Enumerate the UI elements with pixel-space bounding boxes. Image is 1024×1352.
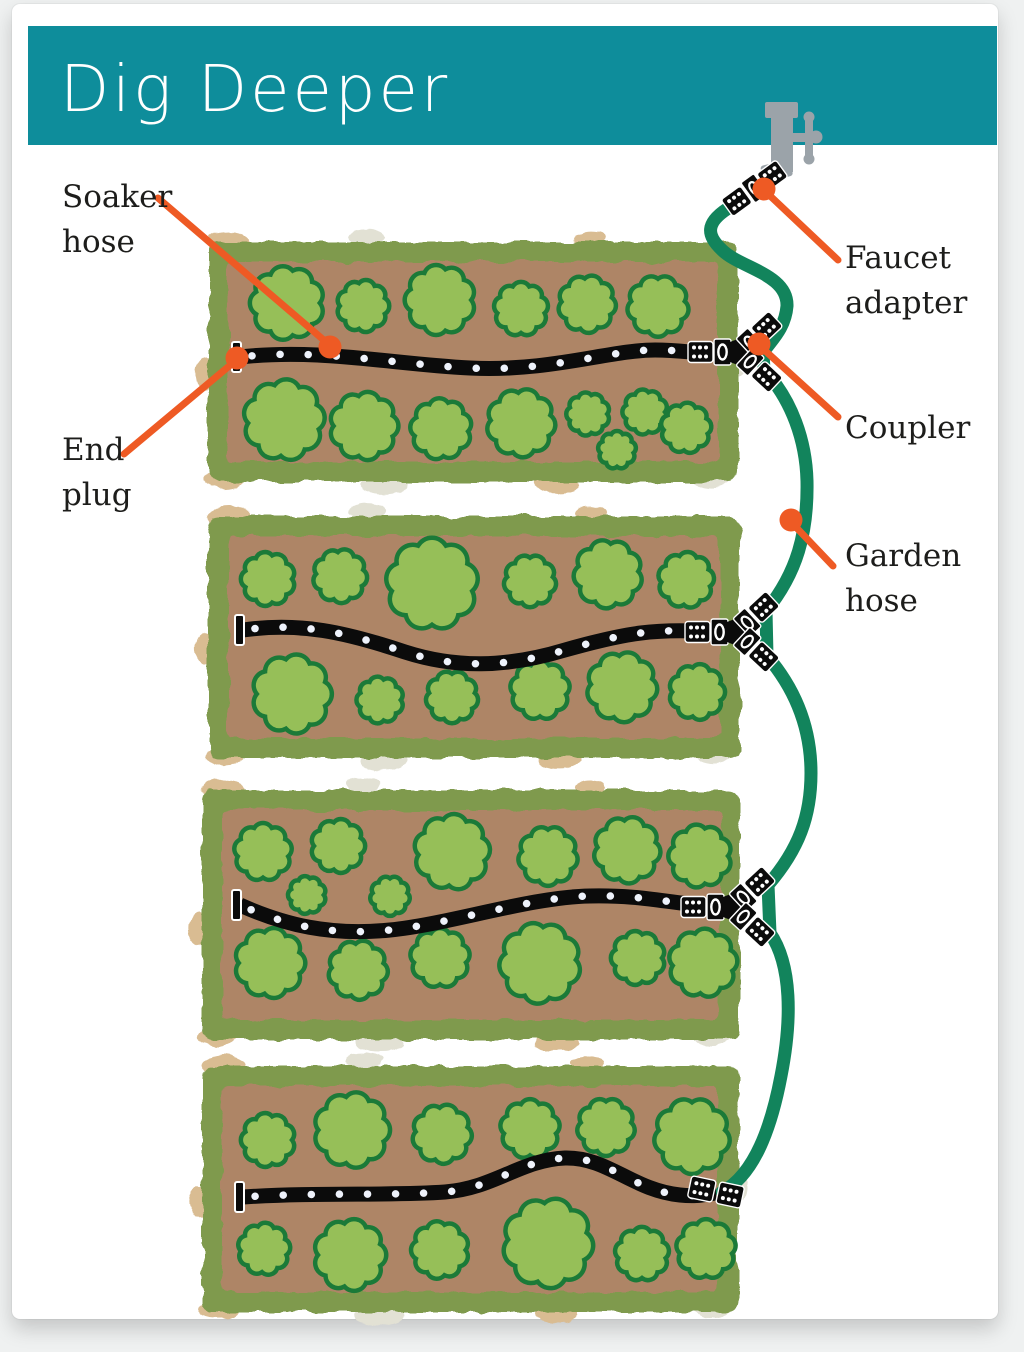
plant-icon bbox=[239, 550, 296, 608]
label-line: hose bbox=[62, 224, 135, 260]
page-title: Dig Deeper bbox=[60, 52, 451, 127]
end-plug-icon bbox=[234, 1181, 245, 1213]
label-soaker-hose: Soaker hose bbox=[62, 175, 172, 265]
soil-splotch bbox=[349, 503, 386, 520]
label-line: Coupler bbox=[845, 410, 971, 446]
label-line: plug bbox=[62, 477, 132, 513]
callout-line-soaker-hose bbox=[154, 194, 330, 346]
callout-dot-coupler bbox=[747, 332, 771, 356]
soil-splotch bbox=[345, 777, 382, 793]
label-line: adapter bbox=[845, 285, 968, 321]
end-plug-icon bbox=[231, 889, 242, 921]
label-line: Soaker bbox=[62, 179, 173, 215]
callout-dot-garden-hose bbox=[779, 508, 803, 532]
label-line: hose bbox=[845, 583, 918, 619]
label-end-plug: End plug bbox=[62, 428, 132, 518]
label-line: Garden bbox=[845, 538, 962, 574]
soaker-hose bbox=[234, 1150, 720, 1213]
plant-icon bbox=[666, 823, 733, 889]
label-line: Faucet bbox=[845, 240, 952, 276]
soil-splotch bbox=[349, 229, 385, 246]
plant-icon bbox=[409, 1219, 470, 1281]
label-coupler: Coupler bbox=[845, 406, 970, 451]
plant-icon bbox=[239, 1111, 296, 1169]
callout-dot-soaker-hose bbox=[318, 335, 342, 359]
label-line: End bbox=[62, 432, 125, 468]
header-bar: Dig Deeper bbox=[28, 26, 997, 145]
plant-icon bbox=[287, 875, 327, 915]
callout-line-coupler bbox=[757, 343, 842, 421]
callout-line-end-plug bbox=[120, 358, 238, 458]
call-layer bbox=[120, 177, 842, 570]
label-faucet-adapter: Faucet adapter bbox=[845, 236, 967, 326]
callout-dot-end-plug bbox=[225, 346, 249, 370]
callout-line-faucet-adapter bbox=[762, 188, 842, 264]
plant-icon bbox=[609, 929, 666, 987]
soil-splotch bbox=[344, 1053, 381, 1070]
end-plug-icon bbox=[234, 614, 245, 646]
plant-icon bbox=[355, 675, 404, 725]
soaker-hose bbox=[234, 614, 718, 672]
soaker-hose bbox=[231, 888, 716, 940]
plant-icon bbox=[565, 391, 610, 437]
callout-dot-faucet-adapter bbox=[752, 177, 776, 201]
label-garden-hose: Garden hose bbox=[845, 534, 961, 624]
callout-line-garden-hose bbox=[788, 519, 837, 570]
